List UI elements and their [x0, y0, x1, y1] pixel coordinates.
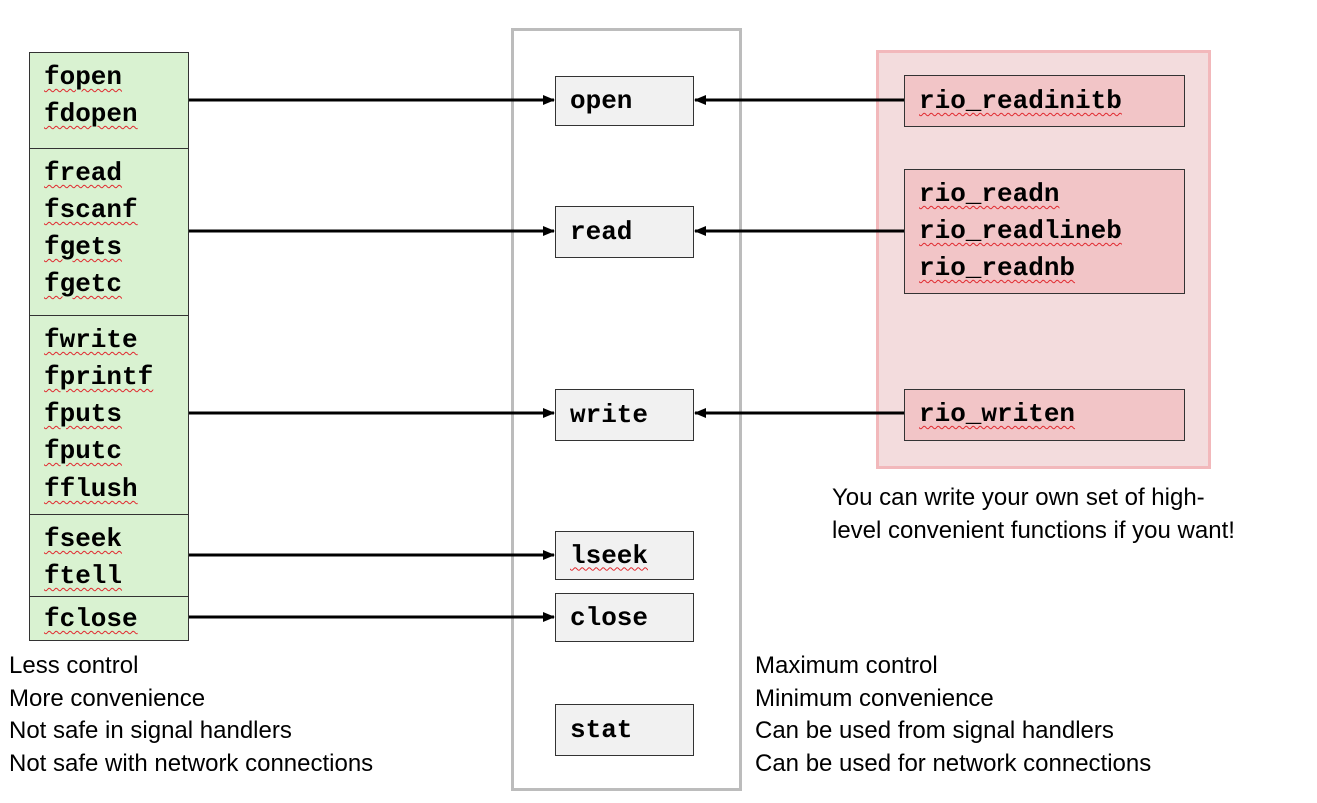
stdio-function: fputc — [44, 436, 123, 466]
rio-group-write: rio_writen — [904, 389, 1185, 441]
rio-group-init: rio_readinitb — [904, 75, 1185, 127]
stdio-function: fclose — [44, 604, 138, 634]
unix-io-read: read — [555, 206, 694, 258]
unix-io-function: lseek — [570, 540, 649, 571]
stdio-function: fprintf — [44, 362, 154, 392]
unix-io-note: Can be used for network connections — [755, 749, 1152, 777]
unix-io-note: Can be used from signal handlers — [755, 717, 1114, 744]
unix-io-write: write — [555, 389, 694, 441]
unix-io-open: open — [555, 76, 694, 126]
unix-io-notes: Maximum control Minimum convenience Can … — [755, 650, 1151, 780]
stdio-group-close: fclose — [29, 596, 189, 641]
unix-io-frame — [511, 28, 742, 791]
stdio-group-write: fwrite fprintf fputs fputc fflush — [29, 315, 189, 515]
unix-io-note: Maximum control — [755, 652, 938, 679]
stdio-function: fopen — [44, 62, 123, 92]
unix-io-function: read — [570, 217, 633, 247]
unix-io-function: open — [570, 86, 633, 116]
rio-note: You can write your own set of high- leve… — [832, 482, 1235, 547]
unix-io-lseek: lseek — [555, 531, 694, 580]
stdio-note: Not safe in signal handlers — [9, 717, 292, 744]
stdio-group-seek: fseek ftell — [29, 514, 189, 597]
unix-io-stat: stat — [555, 704, 694, 756]
stdio-function: fscanf — [44, 195, 138, 225]
rio-note-line: level convenient functions if you want! — [832, 516, 1235, 544]
stdio-function: ftell — [44, 561, 123, 591]
rio-function: rio_readlineb — [919, 216, 1122, 246]
stdio-group-read: fread fscanf fgets fgetc — [29, 148, 189, 316]
stdio-function: fgets — [44, 232, 123, 262]
rio-function: rio_readn — [919, 179, 1060, 209]
rio-group-read: rio_readn rio_readlineb rio_readnb — [904, 169, 1185, 294]
rio-function: rio_readinitb — [919, 86, 1122, 116]
unix-io-note: Minimum convenience — [755, 684, 994, 712]
stdio-function: fputs — [44, 399, 123, 429]
rio-function: rio_readnb — [919, 253, 1076, 283]
rio-note-line: You can write your own set of high- — [832, 484, 1205, 511]
stdio-note: Not safe with network connections — [9, 749, 374, 777]
stdio-function: fdopen — [44, 99, 138, 129]
stdio-group-open: fopen fdopen — [29, 52, 189, 149]
stdio-note: Less control — [9, 652, 139, 679]
stdio-notes: Less control More convenience Not safe i… — [9, 650, 373, 780]
stdio-function: fwrite — [44, 325, 138, 355]
stdio-function: fread — [44, 158, 123, 188]
stdio-function: fflush — [44, 474, 138, 504]
stdio-function: fgetc — [44, 269, 123, 299]
stdio-function: fseek — [44, 524, 123, 554]
rio-function: rio_writen — [919, 399, 1076, 429]
unix-io-close: close — [555, 593, 694, 642]
unix-io-function: stat — [570, 715, 633, 745]
unix-io-function: write — [570, 400, 649, 430]
unix-io-function: close — [570, 602, 649, 633]
stdio-note: More convenience — [9, 684, 206, 712]
